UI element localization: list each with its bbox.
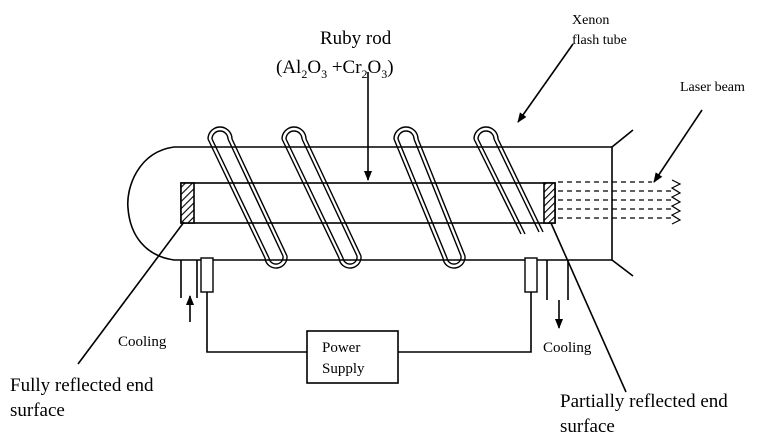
flash-tube-turn	[207, 126, 288, 269]
xenon-label-line1: Xenon	[572, 13, 609, 28]
housing-left-dome	[127, 146, 175, 261]
partially-reflecting-mirror	[543, 182, 556, 224]
xenon-label-line2: flash tube	[572, 33, 627, 48]
fully-reflected-label-line2: surface	[10, 400, 65, 421]
partially-reflected-pointer	[550, 222, 627, 393]
left-electrode	[200, 257, 214, 293]
cooling-left-label: Cooling	[118, 334, 167, 350]
power-wire-left	[206, 292, 307, 353]
partially-reflected-label-line1: Partially reflected end	[560, 391, 728, 412]
partially-reflected-label-line2: surface	[560, 416, 615, 436]
housing-right-flare-top	[611, 129, 634, 148]
power-supply-box	[306, 330, 399, 384]
flash-tube-turn	[473, 126, 544, 235]
housing-right-flare-bottom	[611, 259, 634, 277]
power-wire-right	[398, 292, 532, 353]
cooling-right-label: Cooling	[543, 340, 592, 356]
flash-tube-turn	[281, 126, 362, 269]
power-supply-label-line2: Supply	[322, 361, 365, 377]
ruby-rod-label: Ruby rod	[320, 28, 392, 49]
power-supply-label-line1: Power	[322, 340, 360, 356]
right-electrode	[524, 257, 538, 293]
laser-beam-label: Laser beam	[680, 80, 745, 95]
fully-reflecting-mirror	[180, 182, 195, 224]
housing	[127, 129, 634, 300]
laser-beam-pointer	[653, 109, 703, 183]
xenon-pointer	[517, 43, 574, 123]
fully-reflected-pointer	[77, 221, 185, 365]
ruby-rod-formula: (Al2O3 +Cr2O3)	[276, 57, 394, 81]
laser-beam-rays	[558, 179, 682, 225]
xenon-flash-tube	[200, 126, 544, 293]
flash-tube-turn	[393, 126, 466, 269]
fully-reflected-label-line1: Fully reflected end	[10, 375, 154, 396]
